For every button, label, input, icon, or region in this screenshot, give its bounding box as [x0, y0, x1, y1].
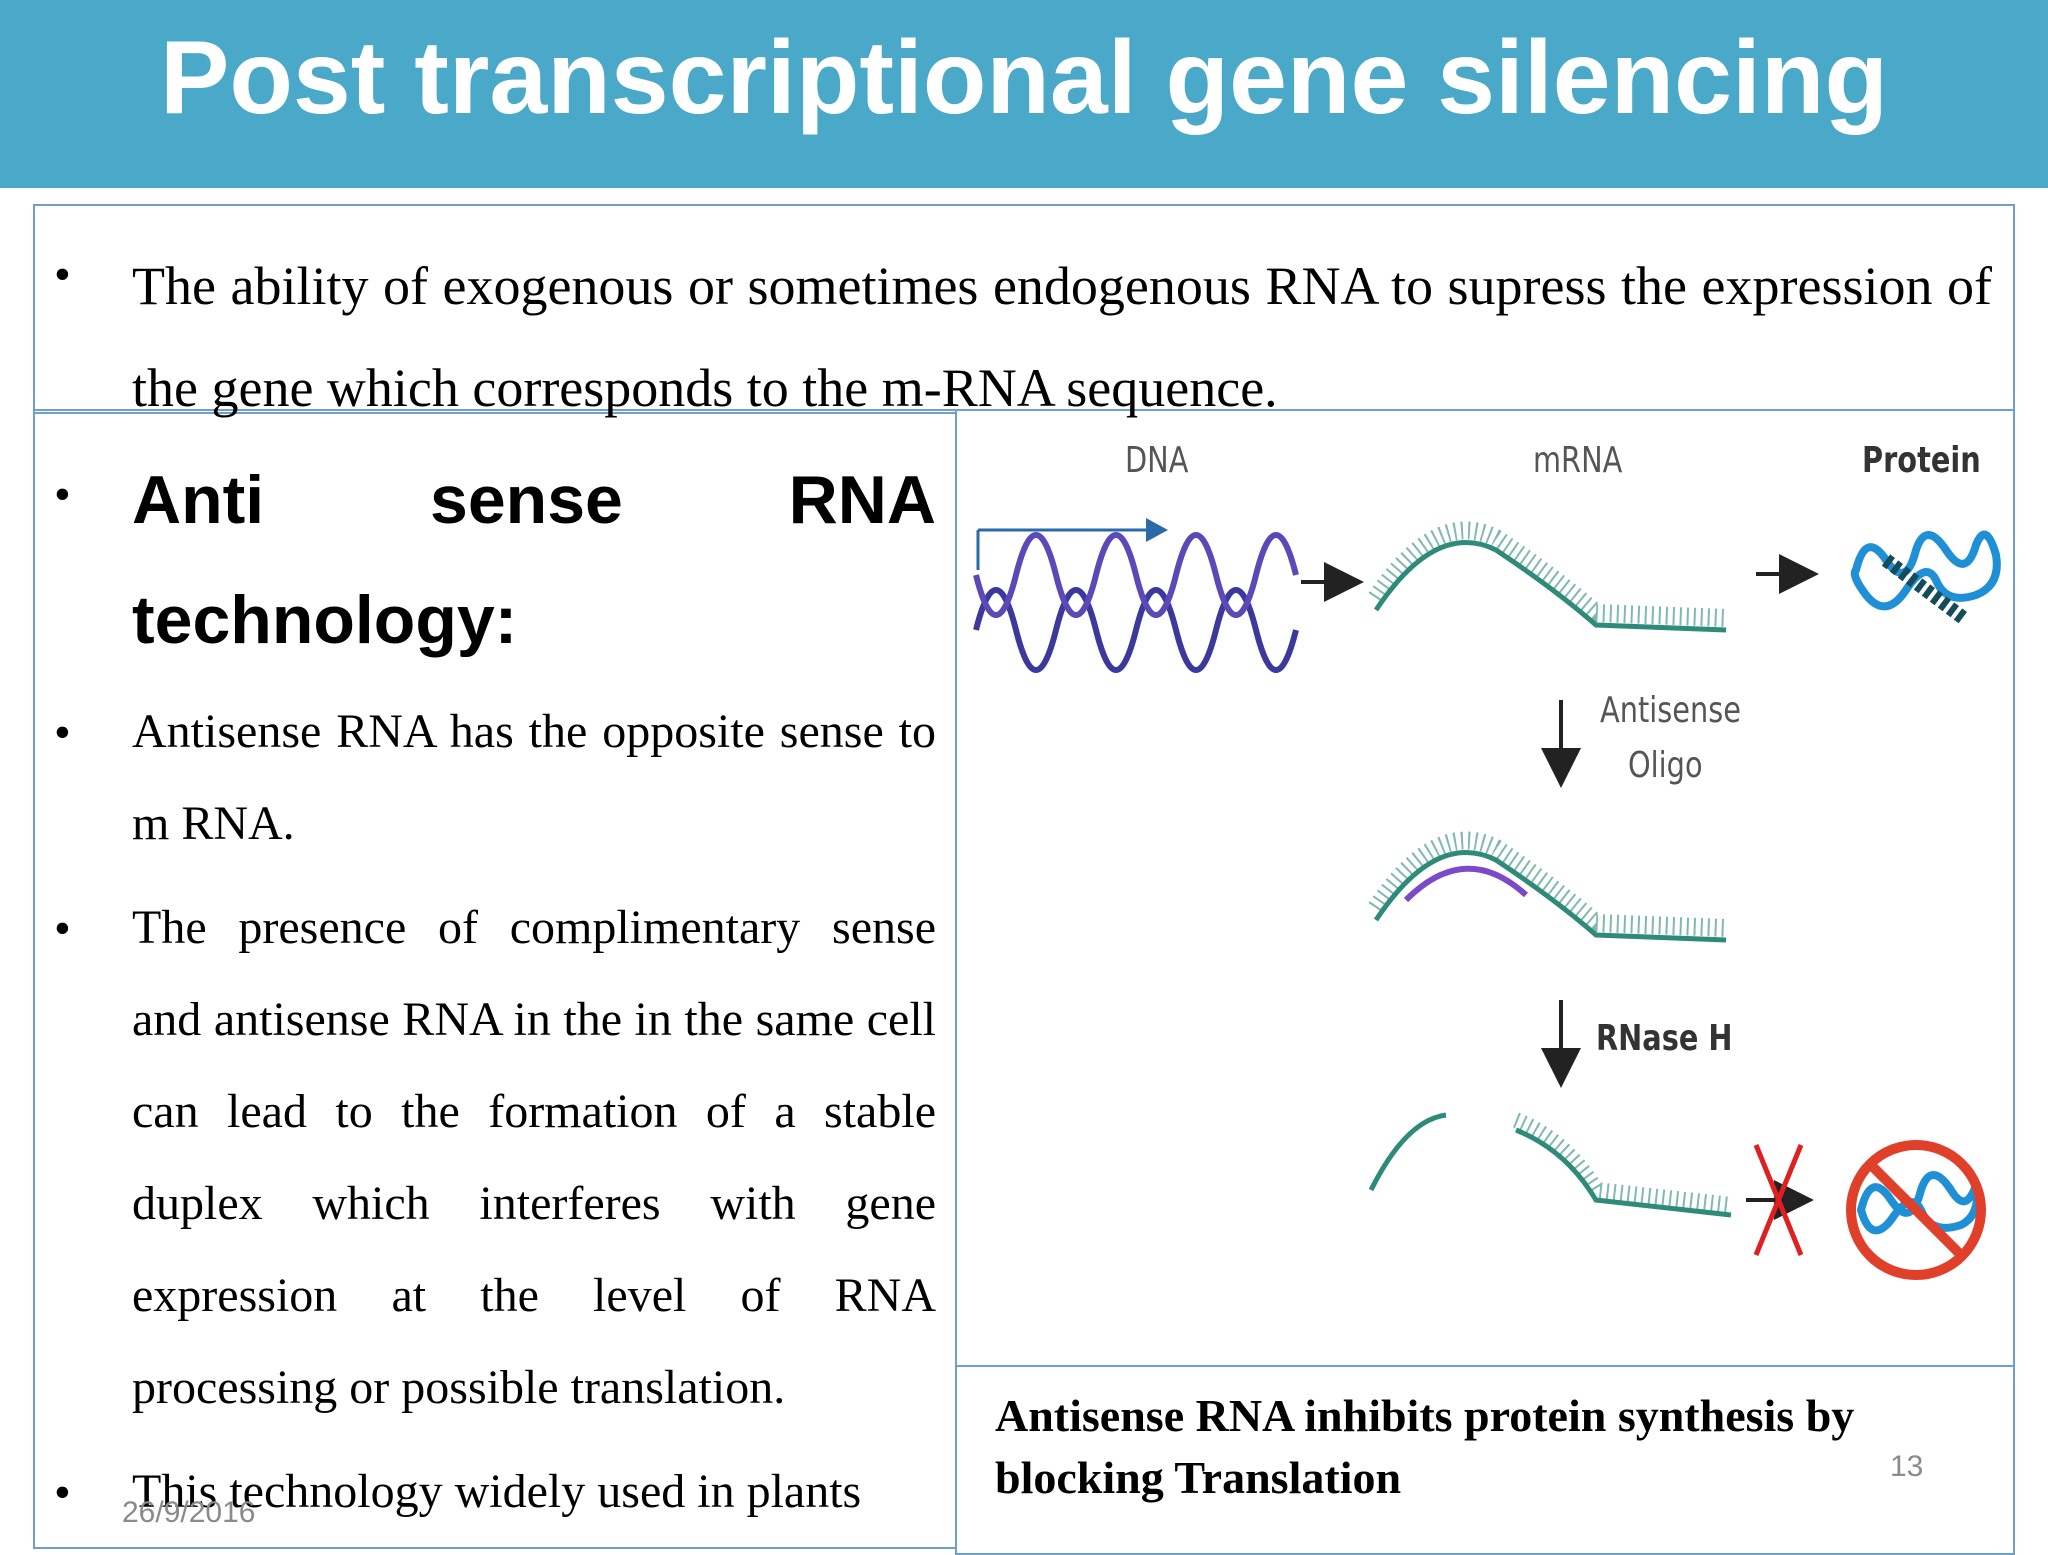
oligo-label: Oligo — [1628, 745, 1703, 786]
mrna-strand-icon — [1368, 521, 1727, 633]
list-item: The presence of complimentary sense and … — [132, 901, 936, 1414]
bullet-marker: • — [54, 706, 71, 759]
section-heading: Anti sense RNA technology: — [132, 462, 936, 658]
bullet-marker: • — [54, 1466, 71, 1519]
antisense-label: Antisense — [1600, 690, 1741, 731]
definition-text: The ability of exogenous or sometimes en… — [132, 256, 1992, 418]
protein-icon — [1850, 530, 2001, 626]
dna-label: DNA — [1125, 440, 1189, 481]
blocked-arrow-icon — [1746, 1144, 1814, 1256]
bullet-marker: • — [54, 902, 71, 955]
no-protein-icon — [1846, 1140, 1986, 1280]
cleaved-mrna-icon — [1368, 1112, 1732, 1218]
page-title: Post transcriptional gene silencing — [160, 20, 1888, 136]
bullet-marker: • — [54, 468, 71, 521]
list-item: Antisense RNA has the opposite sense to … — [132, 705, 936, 850]
rnase-label: RNase H — [1596, 1018, 1733, 1059]
footer-date: 26/9/2016 — [122, 1496, 256, 1529]
dna-helix-icon — [973, 518, 1299, 673]
mrna-label: mRNA — [1533, 440, 1623, 481]
protein-label: Protein — [1862, 440, 1981, 481]
rna-duplex-icon — [1368, 831, 1727, 943]
title-bar — [0, 0, 2048, 188]
antisense-diagram — [973, 518, 2001, 1280]
bullet-marker: • — [54, 248, 71, 301]
list-item: This technology widely used in plants — [132, 1465, 862, 1518]
page-number: 13 — [1890, 1450, 1924, 1483]
figure-caption: Antisense RNA inhibits protein synthesis… — [995, 1390, 1855, 1503]
